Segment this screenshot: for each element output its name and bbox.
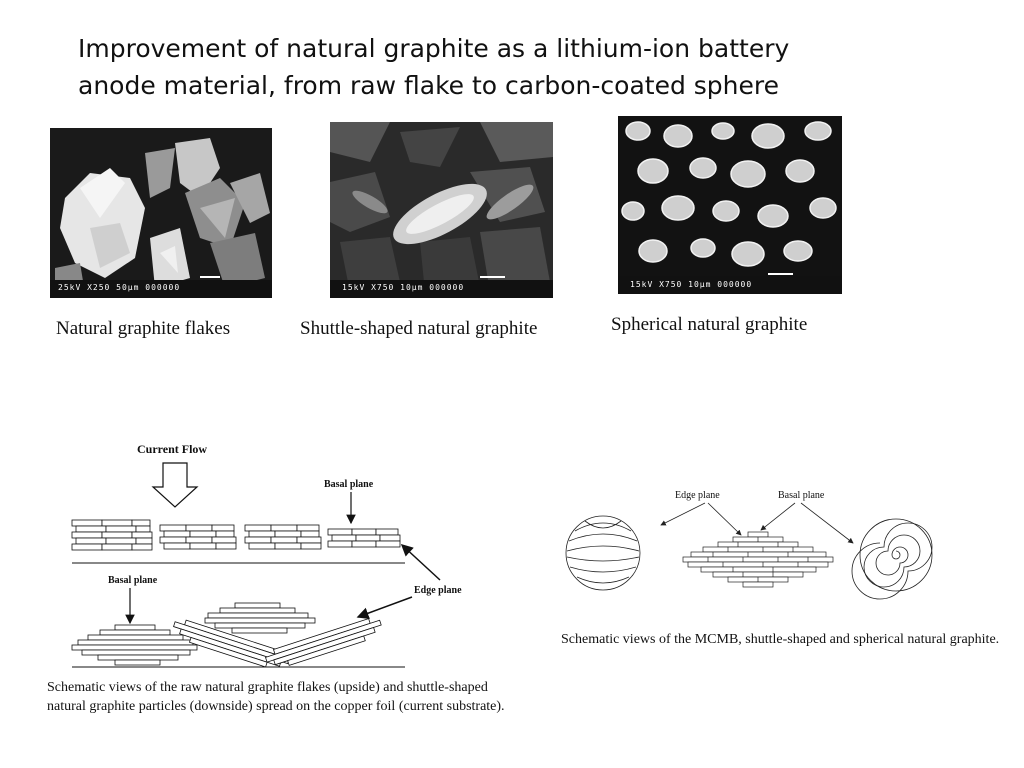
mcmb-shuttle-sphere-schematic: Edge plane Basal plane [565,490,933,600]
mcmb-particle-icon [565,515,641,591]
basal-plane-bottom-label: Basal plane [108,575,158,586]
title-line-1: Improvement of natural graphite as a lit… [78,34,790,63]
slide-title: Improvement of natural graphite as a lit… [78,30,938,104]
sem-label-spheres: Spherical natural graphite [611,314,808,335]
flake-vs-shuttle-schematic: Current Flow Basal plane Basal plane Edg… [71,442,462,668]
sem-scale-bar-1: 25kV X250 50μm 000000 [58,283,181,292]
basal-plane-top-label: Basal plane [324,479,374,490]
sem-label-shuttle: Shuttle-shaped natural graphite [300,318,538,339]
sem-label-flakes: Natural graphite flakes [56,318,231,339]
edge-plane-left-label: Edge plane [414,585,462,596]
basal-plane-right-label: Basal plane [778,490,825,501]
sem-scale-bar-3: 15kV X750 10μm 000000 [630,280,753,289]
sem-micrograph-spheres-icon: 15kV X750 10μm 000000 [618,116,842,294]
left-diagram-caption: Schematic views of the raw natural graph… [47,680,505,714]
right-diagram-caption: Schematic views of the MCMB, shuttle-sha… [561,632,1000,647]
current-flow-arrow-icon [151,462,199,508]
sem-scale-bar-2: 15kV X750 10μm 000000 [342,283,465,292]
shuttle-particle-icon [682,531,834,588]
spherical-particle-icon [851,518,933,600]
sem-micrograph-shuttle-icon: 15kV X750 10μm 000000 [330,122,553,298]
sem-micrograph-flakes-icon: 25kV X250 50μm 000000 [50,128,272,298]
current-flow-label: Current Flow [137,442,207,456]
title-line-2: anode material, from raw flake to carbon… [78,71,780,100]
edge-plane-right-label: Edge plane [675,490,720,501]
